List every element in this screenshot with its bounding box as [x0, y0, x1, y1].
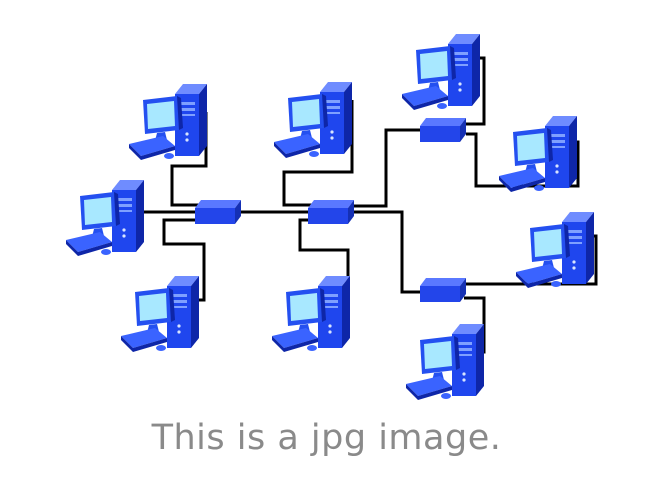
desktop-computer-icon — [274, 82, 352, 158]
network-diagram — [66, 34, 598, 400]
desktop-computer-icon — [402, 34, 480, 110]
network-cable — [352, 128, 424, 208]
desktop-computer-icon — [406, 324, 484, 400]
network-cable — [282, 100, 354, 207]
network-switch-icon — [308, 200, 354, 224]
network-cable — [352, 210, 424, 294]
caption-text: This is a jpg image. — [151, 418, 502, 458]
network-cable — [162, 218, 206, 302]
desktop-computer-icon — [516, 212, 594, 288]
desktop-computer-icon — [272, 276, 350, 352]
desktop-computer-icon — [129, 84, 207, 160]
desktop-computer-icon — [121, 276, 199, 352]
desktop-computer-icon — [66, 180, 144, 256]
network-switch-icon — [195, 200, 241, 224]
network-cable — [170, 112, 208, 207]
network-switch-icon — [420, 118, 466, 142]
desktop-computer-icon — [499, 116, 577, 192]
network-switch-icon — [420, 278, 466, 302]
